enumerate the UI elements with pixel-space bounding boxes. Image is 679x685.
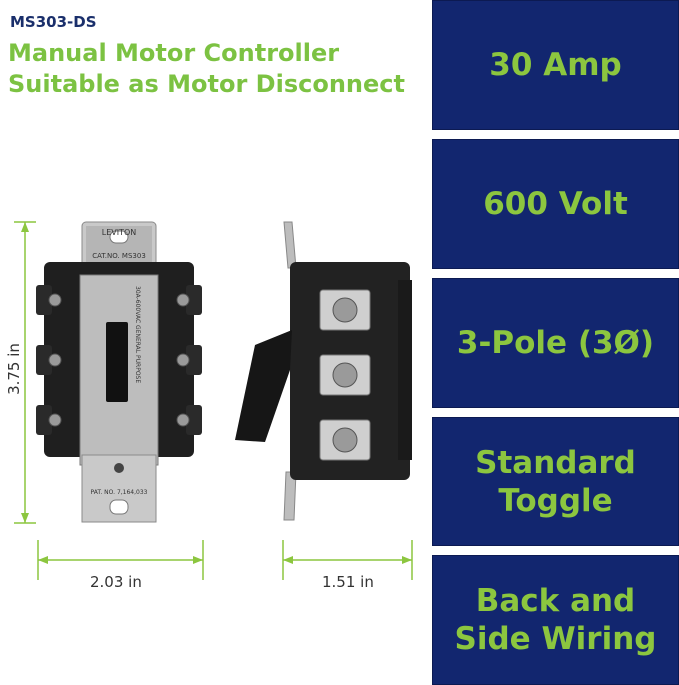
side-terminals bbox=[319, 289, 371, 461]
dimension-lines bbox=[14, 221, 413, 580]
brand-label: LEVITON bbox=[102, 228, 137, 237]
patent-label: PAT. NO. 7,164,033 bbox=[91, 489, 148, 496]
feature-panel-toggle: Standard Toggle bbox=[432, 417, 679, 546]
title-line-2: Suitable as Motor Disconnect bbox=[8, 70, 405, 98]
feature-label: 30 Amp bbox=[489, 47, 622, 83]
front-width-dimension-label: 2.03 in bbox=[90, 573, 142, 591]
feature-label: 600 Volt bbox=[483, 186, 628, 222]
title-line-1: Manual Motor Controller bbox=[8, 39, 340, 67]
side-width-dimension-label: 1.51 in bbox=[322, 573, 374, 591]
feature-label: Back and Side Wiring bbox=[455, 582, 657, 658]
model-number: MS303-DS bbox=[10, 13, 97, 31]
dimension-arrows bbox=[21, 222, 412, 564]
feature-panel-amp: 30 Amp bbox=[432, 0, 679, 130]
feature-panel-volt: 600 Volt bbox=[432, 139, 679, 269]
front-view: LEVITON CAT.NO. MS303 30A-600VAC GENERAL… bbox=[36, 221, 202, 523]
feature-label: 3-Pole (3Ø) bbox=[456, 325, 655, 361]
feature-line: Back and bbox=[475, 583, 636, 619]
feature-label: Standard Toggle bbox=[475, 444, 636, 520]
feature-line: Side Wiring bbox=[454, 621, 657, 657]
height-dimension-label: 3.75 in bbox=[5, 343, 23, 395]
side-view bbox=[235, 221, 412, 521]
catalog-label: CAT.NO. MS303 bbox=[92, 252, 146, 260]
feature-panel-wiring: Back and Side Wiring bbox=[432, 555, 679, 685]
feature-line: Toggle bbox=[498, 482, 613, 519]
product-title: Manual Motor Controller Suitable as Moto… bbox=[8, 38, 405, 100]
rating-label: 30A-600VAC GENERAL PURPOSE bbox=[134, 286, 141, 383]
feature-line: Standard bbox=[475, 444, 636, 481]
feature-panel-pole: 3-Pole (3Ø) bbox=[432, 278, 679, 408]
